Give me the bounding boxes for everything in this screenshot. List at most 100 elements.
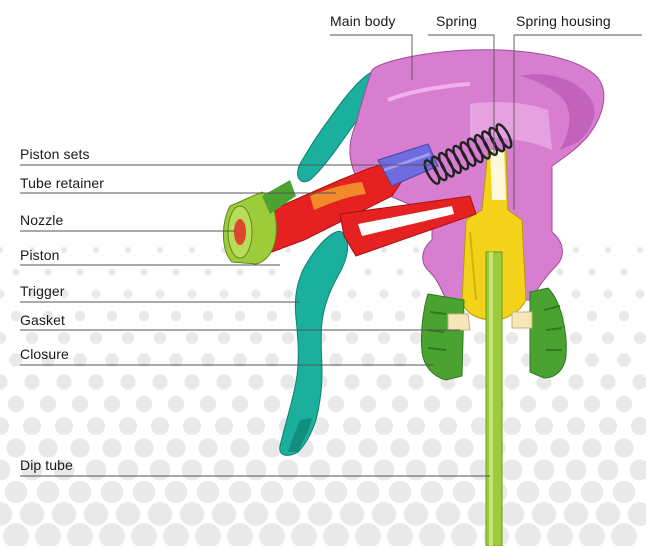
background-dot <box>630 460 646 481</box>
background-dot <box>35 523 61 546</box>
background-dot <box>473 375 488 390</box>
background-dot <box>247 417 265 435</box>
background-dot <box>252 290 261 299</box>
background-dot <box>20 502 44 526</box>
background-dot <box>604 290 613 299</box>
background-dot <box>3 523 29 546</box>
background-dot <box>104 396 121 413</box>
background-dot <box>163 523 189 546</box>
background-dot <box>375 417 393 435</box>
background-dot <box>23 417 41 435</box>
background-dot <box>424 396 441 413</box>
background-dot <box>136 396 153 413</box>
background-dot <box>395 311 406 322</box>
background-dot <box>93 247 99 253</box>
background-dot <box>121 375 136 390</box>
background-dot <box>188 290 197 299</box>
background-dot <box>153 375 168 390</box>
background-dot <box>102 438 122 458</box>
background-dot <box>404 502 428 526</box>
background-dot <box>587 311 598 322</box>
background-dot <box>259 523 285 546</box>
background-dot <box>276 502 300 526</box>
background-dot <box>421 481 444 504</box>
background-dot <box>343 417 361 435</box>
background-dot <box>345 375 360 390</box>
background-dot <box>282 332 294 344</box>
label-dip-tube: Dip tube <box>20 457 73 473</box>
background-dot <box>244 502 268 526</box>
background-dot <box>409 375 424 390</box>
background-dot <box>407 417 425 435</box>
background-dot <box>346 332 358 344</box>
background-dot <box>308 502 332 526</box>
background-dot <box>131 523 157 546</box>
background-dot <box>8 396 25 413</box>
background-dot <box>342 460 363 481</box>
background-dot <box>230 438 250 458</box>
background-dot <box>619 311 630 322</box>
background-dot <box>125 247 131 253</box>
label-gasket: Gasket <box>20 312 65 328</box>
background-dot <box>326 438 346 458</box>
background-dot <box>200 396 217 413</box>
background-dot <box>598 460 619 481</box>
background-dot <box>40 396 57 413</box>
background-dot <box>186 332 198 344</box>
background-dot <box>89 375 104 390</box>
background-dot <box>637 247 643 253</box>
dip-tube-part <box>486 252 502 546</box>
background-dot <box>451 523 477 546</box>
background-dot <box>474 332 486 344</box>
background-dot <box>90 332 102 344</box>
background-dot <box>0 417 9 435</box>
background-dot <box>358 438 378 458</box>
background-dot <box>628 502 646 526</box>
background-dot <box>116 502 140 526</box>
background-dot <box>581 481 604 504</box>
label-main-body: Main body <box>330 13 396 29</box>
background-dot <box>37 481 60 504</box>
background-dot <box>185 375 200 390</box>
background-dot <box>67 523 93 546</box>
background-dot <box>148 502 172 526</box>
background-dot <box>156 290 165 299</box>
background-dot <box>372 502 396 526</box>
background-dot <box>268 268 276 276</box>
background-dot <box>217 375 232 390</box>
background-dot <box>348 290 357 299</box>
background-dot <box>377 375 392 390</box>
background-dot <box>75 311 86 322</box>
background-dot <box>552 396 569 413</box>
background-dot <box>419 523 445 546</box>
background-dot <box>285 247 291 253</box>
background-dot <box>124 290 133 299</box>
background-dot <box>76 268 84 276</box>
background-dot <box>572 290 581 299</box>
background-dot <box>634 332 646 344</box>
background-dot <box>262 438 282 458</box>
background-dot <box>0 502 12 526</box>
background-dot <box>534 460 555 481</box>
background-dot <box>70 438 90 458</box>
background-dot <box>218 332 230 344</box>
label-spring: Spring <box>436 13 477 29</box>
background-dot <box>396 268 404 276</box>
background-dot <box>579 523 605 546</box>
background-dot <box>52 502 76 526</box>
background-dot <box>611 523 637 546</box>
background-dot <box>232 396 249 413</box>
background-dot <box>235 311 246 322</box>
background-dot <box>108 268 116 276</box>
background-dot <box>413 247 419 253</box>
label-piston-sets: Piston sets <box>20 146 90 162</box>
background-dot <box>566 460 587 481</box>
background-dot <box>212 502 236 526</box>
background-dot <box>189 247 195 253</box>
background-dot <box>616 396 633 413</box>
background-dot <box>588 268 596 276</box>
background-dot <box>25 375 40 390</box>
background-dot <box>410 332 422 344</box>
background-dot <box>151 417 169 435</box>
